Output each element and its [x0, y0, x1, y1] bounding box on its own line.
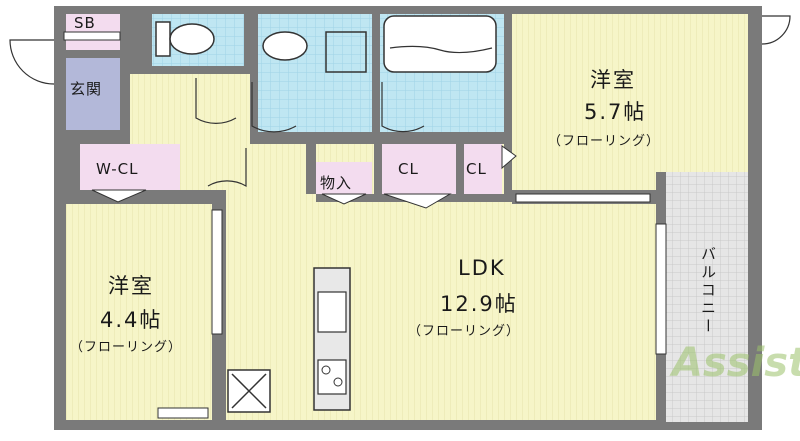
western-room-a-size: 5.7帖 [584, 100, 647, 124]
balcony-label: バルコニー [699, 246, 717, 336]
fridge-mark [231, 373, 267, 409]
kitchen-sink [317, 291, 347, 333]
balcony-floor [666, 172, 748, 422]
watermark-logo: Assist [672, 340, 800, 386]
closet-2-area [464, 144, 502, 194]
entrance-label: 玄関 [70, 80, 103, 98]
ldk-floor-label: （フローリング） [408, 324, 521, 339]
closet-door [321, 193, 367, 205]
window [515, 193, 651, 203]
closet-door [91, 189, 147, 203]
door-swing [251, 82, 297, 133]
washing-machine-pan [325, 31, 367, 73]
burner [321, 365, 331, 375]
western-room-b-name: 洋室 [108, 274, 154, 298]
walk-in-closet-area [80, 144, 180, 190]
burner [333, 377, 343, 387]
closet-1-label: CL [398, 160, 419, 178]
ldk-name: LDK [458, 256, 506, 280]
ldk-size: 12.9帖 [440, 292, 518, 316]
storage-label: 物入 [320, 174, 353, 192]
entrance-door-swing [9, 39, 55, 85]
window [655, 223, 667, 355]
window [211, 209, 223, 335]
closet-door [383, 193, 452, 209]
storage-area [316, 162, 372, 194]
bathtub-line [389, 45, 493, 54]
balcony-door-swing [761, 15, 791, 45]
toilet-bowl [169, 23, 215, 55]
door-swing [207, 148, 247, 188]
western-room-a-floor-label: （フローリング） [548, 134, 661, 149]
bathtub [383, 15, 497, 73]
western-room-b-floor-label: （フローリング） [70, 340, 183, 355]
door-swing [381, 82, 425, 133]
wash-basin [262, 31, 308, 61]
western-room-b-floor [66, 204, 212, 420]
western-room-a-name: 洋室 [590, 68, 636, 92]
closet-2-label: CL [466, 160, 487, 178]
shoe-box-label: SB [74, 14, 96, 32]
door-swing [195, 78, 237, 124]
closet-door [501, 145, 517, 170]
entrance-area [66, 58, 120, 130]
window [63, 31, 121, 41]
closet-1-area [382, 144, 456, 194]
western-room-b-size: 4.4帖 [100, 308, 163, 332]
walk-in-closet-label: W-CL [96, 160, 139, 178]
toilet-tank [155, 21, 171, 57]
window [157, 407, 209, 419]
kitchen-stove [317, 359, 347, 395]
